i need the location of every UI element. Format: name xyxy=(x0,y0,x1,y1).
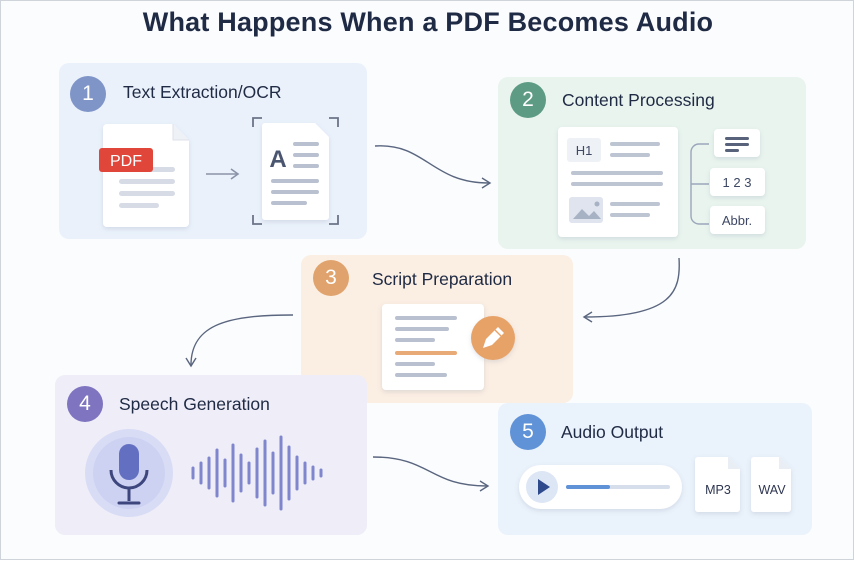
abbreviation-chip-label: Abbr. xyxy=(722,213,752,228)
script-document-icon xyxy=(382,304,484,390)
text-lines-chip xyxy=(714,129,760,157)
numbers-chip xyxy=(710,168,765,196)
step-5-title: Audio Output xyxy=(561,422,664,442)
step-4-badge: 4 xyxy=(67,386,103,422)
pdf-document-icon xyxy=(99,124,189,227)
heading-tag: H1 xyxy=(576,143,593,158)
step-4-title: Speech Generation xyxy=(119,394,270,414)
ocr-scan-icon xyxy=(252,117,339,225)
mp3-label: MP3 xyxy=(705,483,731,497)
step-3-badge: 3 xyxy=(313,260,349,296)
abbreviation-chip xyxy=(710,206,765,234)
step-3-title: Script Preparation xyxy=(372,269,513,289)
step-2-badge: 2 xyxy=(510,82,546,118)
structured-document-icon xyxy=(558,127,678,237)
waveform-icon xyxy=(191,435,323,511)
flow-arrows xyxy=(185,145,680,492)
audio-player[interactable] xyxy=(519,465,682,509)
wav-label: WAV xyxy=(758,483,786,497)
arrow-step4-to-step5 xyxy=(372,456,490,492)
step-5-badge: 5 xyxy=(510,414,546,450)
pdf-label: PDF xyxy=(110,153,142,170)
small-arrow-icon xyxy=(206,168,240,180)
bracket-connector xyxy=(690,143,709,225)
diagram-title: What Happens When a PDF Becomes Audio xyxy=(142,7,714,37)
ocr-letter: A xyxy=(269,146,286,173)
step-1-badge: 1 xyxy=(70,76,106,112)
step-1-title: Text Extraction/OCR xyxy=(123,82,282,102)
play-icon xyxy=(538,479,550,495)
microphone-icon xyxy=(85,429,173,517)
mp3-file-icon xyxy=(695,457,740,512)
pencil-edit-icon xyxy=(471,316,515,360)
wav-file-icon xyxy=(751,457,791,512)
step-2-title: Content Processing xyxy=(562,90,715,110)
numbers-chip-label: 1 2 3 xyxy=(723,175,752,190)
arrow-step3-to-step4 xyxy=(185,314,294,368)
arrow-step1-to-step2 xyxy=(374,145,492,189)
progress-fill xyxy=(566,485,610,489)
arrow-step2-to-step3 xyxy=(582,257,680,323)
